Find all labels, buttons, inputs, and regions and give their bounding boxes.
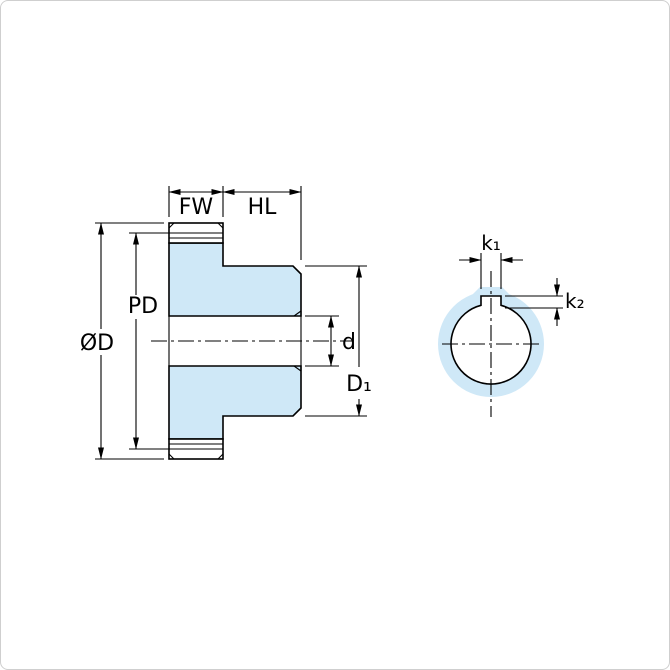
gear-body-upper <box>168 242 302 317</box>
dimension-hub-length: HL <box>222 186 302 260</box>
dimension-keyway-width: k₁ <box>459 231 523 289</box>
bore-chamfer-tick <box>293 365 302 372</box>
dimension-outside-diameter: ØD <box>80 222 164 460</box>
label-hub-length: HL <box>248 195 278 220</box>
tooth-chamfer-tick <box>168 222 175 229</box>
dimension-face-width: FW <box>168 186 224 220</box>
dimension-hub-diameter: D₁ <box>305 265 372 417</box>
tooth-chamfer-tick <box>217 453 224 460</box>
label-hub-diameter: D₁ <box>346 372 372 397</box>
dimension-keyway-depth: k₂ <box>505 278 585 326</box>
dimension-bore-diameter: d <box>305 315 356 367</box>
gear-side-view: FW HL ØD PD d <box>80 186 372 460</box>
tooth-chamfer-tick <box>217 222 224 229</box>
label-bore-diameter: d <box>342 330 356 355</box>
label-keyway-depth: k₂ <box>565 289 585 313</box>
label-keyway-width: k₁ <box>481 231 501 255</box>
label-face-width: FW <box>179 195 214 220</box>
tooth-chamfer-tick <box>168 453 175 460</box>
gear-cross-section <box>168 222 302 460</box>
bore-chamfer-tick <box>293 310 302 317</box>
label-pitch-diameter: PD <box>128 294 158 319</box>
dimension-pitch-diameter: PD <box>128 232 223 450</box>
gear-body-lower <box>168 365 302 440</box>
gear-end-view: k₁ k₂ <box>438 231 585 417</box>
label-outside-diameter: ØD <box>80 331 114 356</box>
